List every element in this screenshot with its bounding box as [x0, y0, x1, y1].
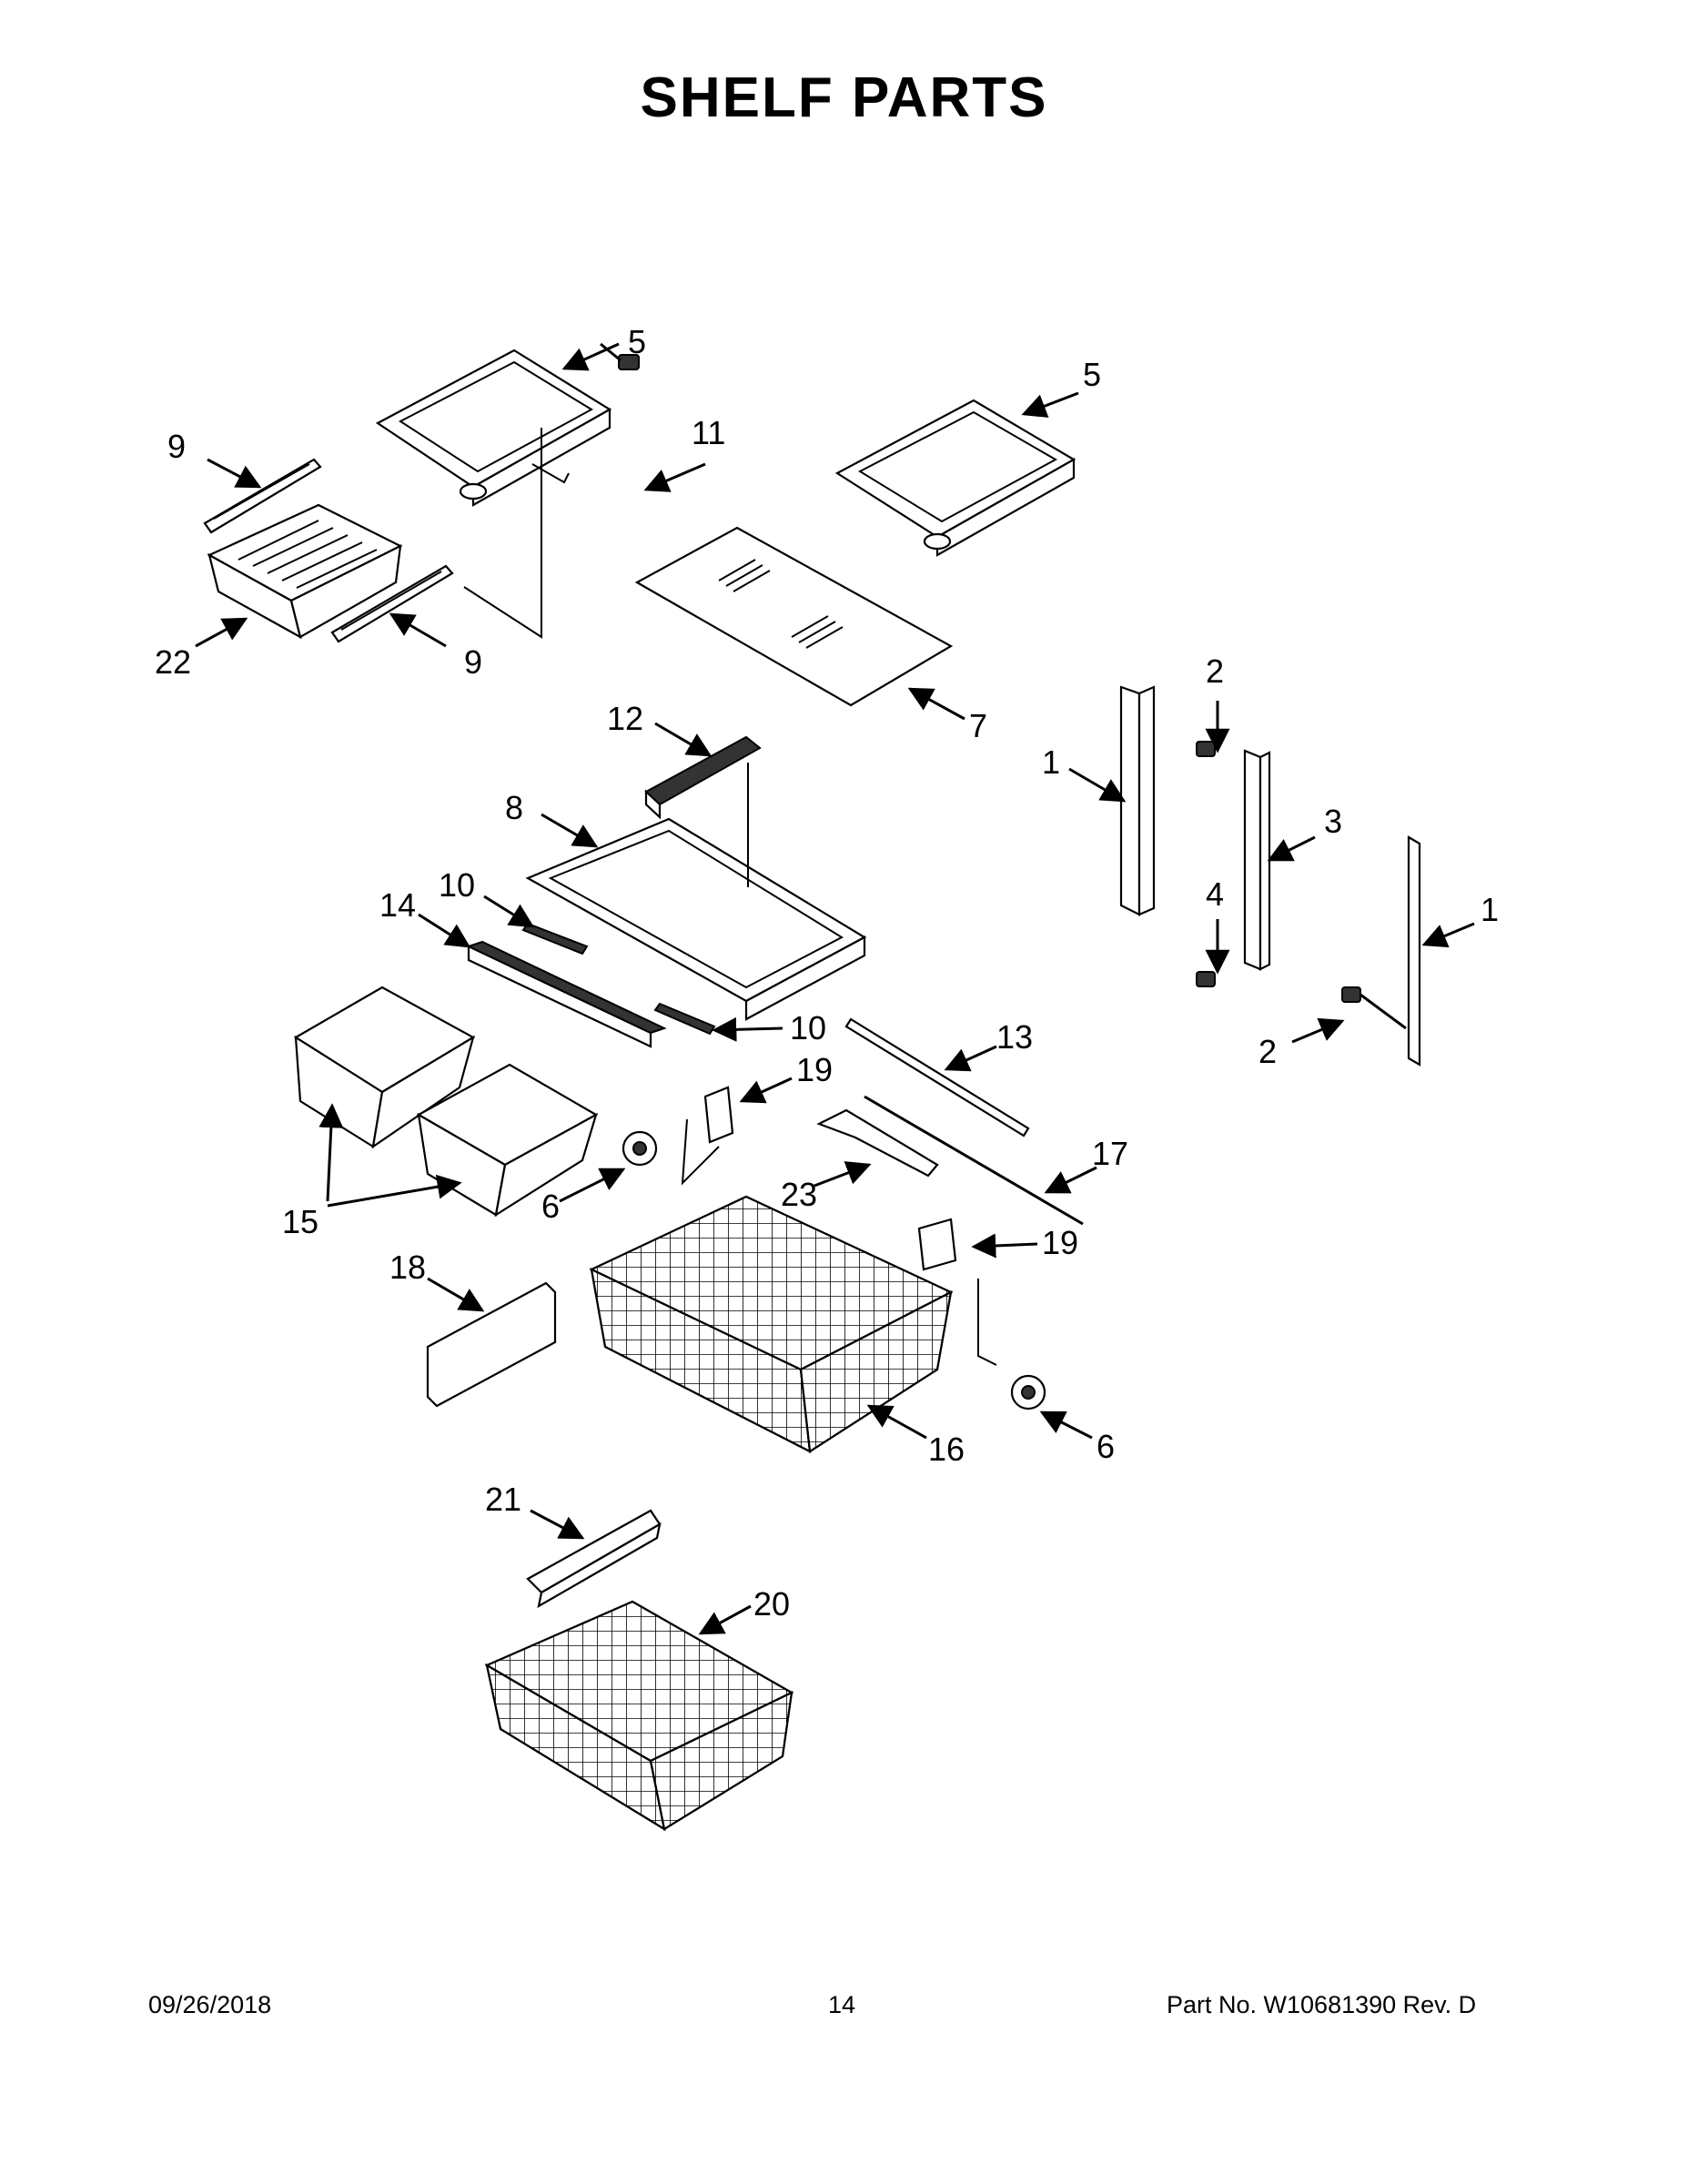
callout-5: 5	[1083, 356, 1101, 393]
bracket-19-lower	[917, 1218, 957, 1271]
drawer-small	[207, 503, 403, 640]
callout-21: 21	[485, 1481, 521, 1518]
rod-13	[844, 1017, 1030, 1138]
shelf-frame	[525, 817, 867, 1021]
callout-23: 23	[781, 1176, 817, 1213]
rail-lower	[330, 564, 454, 643]
callout-1: 1	[1042, 743, 1060, 781]
rail-upper	[203, 458, 322, 534]
callout-10: 10	[790, 1009, 826, 1046]
callout-13: 13	[996, 1018, 1033, 1056]
rail-17	[864, 1095, 1084, 1226]
basket-20	[484, 1600, 794, 1832]
callout-18: 18	[389, 1249, 426, 1286]
callout-9: 9	[464, 643, 482, 681]
clip-lower	[653, 1002, 716, 1036]
screw-2-lower	[1341, 986, 1407, 1030]
clip-upper	[521, 922, 589, 956]
footer-page-number: 14	[828, 1991, 856, 2018]
screw-2-upper	[1196, 741, 1216, 757]
callout-6: 6	[1097, 1428, 1115, 1465]
gear-6-left	[622, 1130, 658, 1167]
callout-8: 8	[505, 789, 523, 826]
slide-23	[816, 1108, 939, 1178]
shelf-right	[834, 399, 1076, 557]
shelf-left	[375, 349, 612, 507]
basket-16	[589, 1195, 954, 1453]
bin-15-right	[416, 1063, 599, 1218]
callout-9: 9	[167, 428, 186, 465]
screw-11	[600, 342, 640, 370]
bracket-19-upper	[703, 1086, 734, 1144]
connector-line	[977, 1279, 997, 1366]
callout-16: 16	[928, 1431, 965, 1468]
rail-1-right	[1407, 835, 1421, 1067]
callout-3: 3	[1324, 803, 1342, 840]
callout-4: 4	[1206, 875, 1224, 913]
leader-arrows	[195, 342, 1475, 1635]
callout-12: 12	[607, 700, 643, 737]
footer-date: 09/26/2018	[148, 1991, 272, 2018]
callout-1: 1	[1481, 891, 1499, 928]
bin-15-left	[293, 986, 476, 1149]
callout-14: 14	[379, 886, 416, 924]
callout-19: 19	[796, 1051, 833, 1088]
callout-19: 19	[1042, 1224, 1078, 1261]
rail-3	[1243, 749, 1271, 971]
connector-line	[463, 428, 542, 639]
callout-17: 17	[1092, 1135, 1128, 1172]
callout-11: 11	[692, 414, 725, 451]
callout-6: 6	[541, 1188, 560, 1225]
callout-5: 5	[628, 323, 646, 360]
bar-14	[466, 940, 667, 1048]
bracket-12	[644, 735, 762, 820]
callout-2: 2	[1206, 652, 1224, 690]
footer-part-number: Part No. W10681390 Rev. D	[1167, 1991, 1477, 2018]
callout-20: 20	[753, 1585, 790, 1623]
divider-21	[526, 1509, 662, 1609]
glass-panel	[634, 526, 954, 707]
connector-line	[681, 1118, 720, 1186]
callout-2: 2	[1258, 1033, 1277, 1070]
page-title: SHELF PARTS	[640, 66, 1048, 129]
callout-7: 7	[969, 707, 987, 744]
screw-4	[1196, 971, 1216, 987]
rail-1-left	[1119, 685, 1156, 916]
callout-22: 22	[155, 643, 191, 681]
callout-15: 15	[282, 1203, 318, 1240]
divider-18	[426, 1281, 557, 1408]
callout-10: 10	[439, 866, 475, 904]
gear-6-right	[1010, 1374, 1046, 1410]
